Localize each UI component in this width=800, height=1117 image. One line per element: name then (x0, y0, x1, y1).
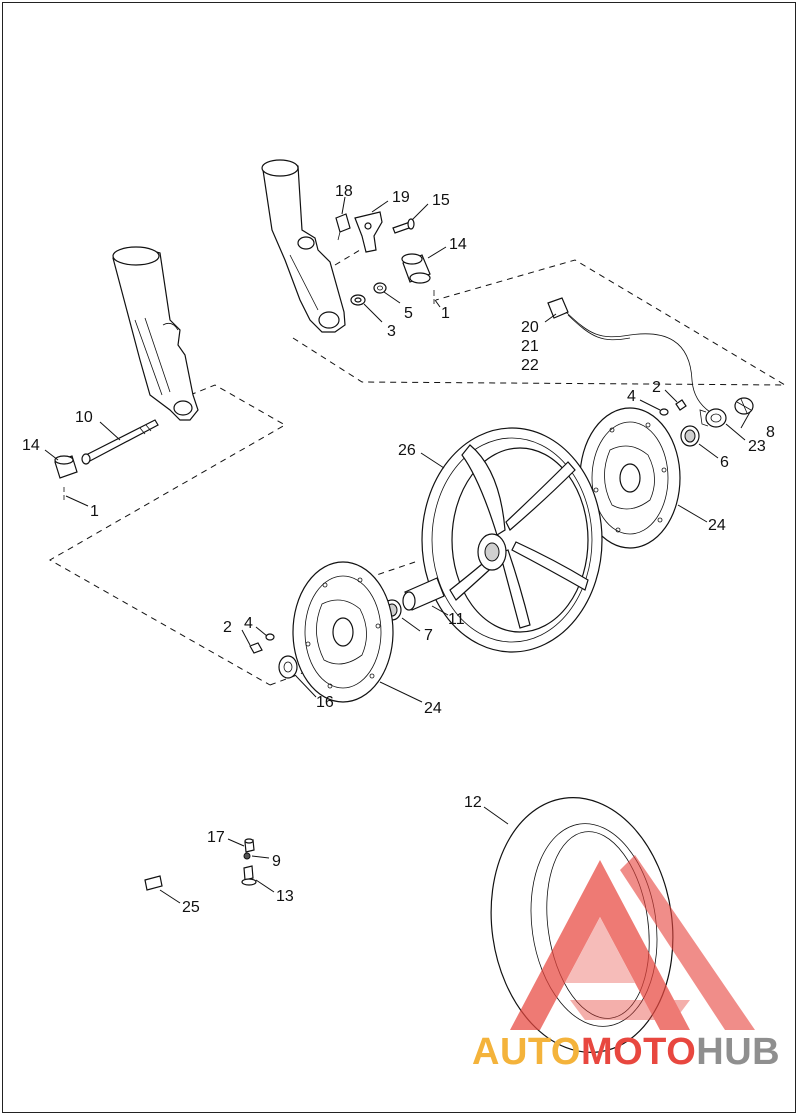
sensor-housing-23 (699, 408, 727, 428)
brand-auto: AUTO (472, 1031, 581, 1073)
callout-10: 10 (75, 409, 93, 426)
callout-labels: 18 19 15 14 5 1 3 20 21 22 10 14 1 4 2 8… (22, 183, 775, 916)
nut-5 (373, 282, 387, 294)
callout-24-left: 24 (424, 700, 442, 717)
callout-7: 7 (424, 627, 433, 644)
callout-3: 3 (387, 323, 396, 340)
bracket-18 (335, 213, 351, 241)
brake-rotor-right (579, 407, 681, 549)
bracket-19 (354, 211, 383, 253)
watermark-brand-text: AUTOMOTOHUB (472, 1033, 780, 1071)
spacer-tube-11 (402, 577, 445, 611)
callout-15: 15 (432, 192, 450, 209)
callout-19: 19 (392, 189, 410, 206)
callout-4-left: 4 (244, 615, 253, 632)
cast-wheel (421, 427, 603, 653)
washer-3 (350, 294, 366, 306)
callout-16: 16 (316, 694, 334, 711)
callout-20: 20 (521, 319, 539, 336)
callout-24-right: 24 (708, 517, 726, 534)
callout-26: 26 (398, 442, 416, 459)
callout-2-left: 2 (223, 619, 232, 636)
callout-21: 21 (521, 338, 539, 355)
bearing-6 (680, 425, 700, 447)
washer-4-left (265, 633, 275, 641)
axle-spacer-top (401, 253, 431, 284)
callout-1-left: 1 (90, 503, 99, 520)
callout-5: 5 (404, 305, 413, 322)
brake-rotor-left (292, 561, 394, 703)
front-axle (81, 419, 159, 465)
callout-18: 18 (335, 183, 353, 200)
bolt-15 (392, 218, 415, 234)
right-fork-slider (261, 159, 346, 333)
callout-4-right: 4 (627, 388, 636, 405)
callout-12: 12 (464, 794, 482, 811)
wheel-weight-25 (144, 875, 163, 891)
valve-stem-13 (241, 865, 257, 886)
callout-6: 6 (720, 454, 729, 471)
screw-2-right (675, 399, 687, 411)
valve-cap-17 (244, 838, 255, 853)
callout-13: 13 (276, 888, 294, 905)
callout-14-left: 14 (22, 437, 40, 454)
leader-lines (44, 196, 751, 904)
wheel-speed-sensor (547, 297, 711, 413)
callout-2-right: 2 (652, 379, 661, 396)
callout-14-top: 14 (449, 236, 467, 253)
axle-spacer-left (54, 455, 78, 479)
watermark-triangle-logo (510, 855, 755, 1030)
left-fork-slider (112, 246, 199, 421)
spacer-16 (278, 655, 298, 679)
washer-4-right (659, 408, 669, 416)
brand-hub: HUB (696, 1031, 781, 1073)
callout-1-top: 1 (441, 305, 450, 322)
brand-moto: MOTO (580, 1031, 697, 1073)
callout-11: 11 (448, 611, 465, 628)
callout-17: 17 (207, 829, 225, 846)
cap-8 (734, 397, 754, 415)
valve-core-9 (243, 852, 251, 860)
screw-2-left (249, 642, 263, 654)
callout-23: 23 (748, 438, 766, 455)
callout-25: 25 (182, 899, 200, 916)
callout-8: 8 (766, 424, 775, 441)
callout-9: 9 (272, 853, 281, 870)
callout-22: 22 (521, 357, 539, 374)
